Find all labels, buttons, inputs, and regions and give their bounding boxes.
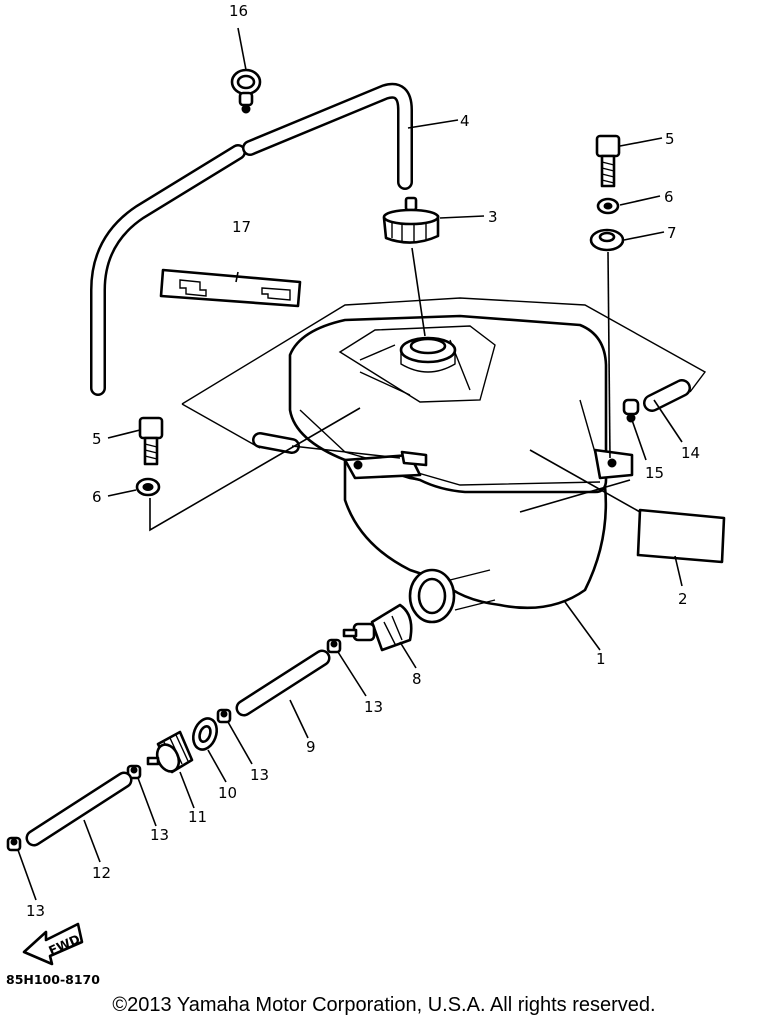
part-5-bolt-right (595, 134, 621, 188)
callout-13-b: 13 (250, 766, 269, 784)
callout-13-a: 13 (364, 698, 383, 716)
connector-hose-left (252, 432, 300, 454)
callout-9: 9 (306, 738, 316, 756)
part-17-label (159, 268, 302, 308)
part-16-clamp (230, 68, 262, 114)
part-3-fuel-cap (382, 196, 440, 244)
callout-labels: 16 4 3 17 5 6 7 5 6 14 15 2 1 8 13 9 13 … (26, 2, 700, 920)
part-13-clamp-c (126, 764, 142, 780)
callout-6-right: 6 (664, 188, 674, 206)
leader-lines (17, 27, 683, 901)
callout-11: 11 (188, 808, 207, 826)
callout-15: 15 (645, 464, 664, 482)
part-12-fuel-hose (25, 771, 133, 847)
callout-12: 12 (92, 864, 111, 882)
callout-16: 16 (229, 2, 248, 20)
part-6-washer-right (596, 197, 620, 215)
callout-5-right: 5 (665, 130, 675, 148)
callout-13-d: 13 (26, 902, 45, 920)
callout-13-c: 13 (150, 826, 169, 844)
callout-7: 7 (667, 224, 677, 242)
copyright-notice: ©2013 Yamaha Motor Corporation, U.S.A. A… (112, 994, 656, 1016)
part-6-washer-left (135, 477, 161, 497)
part-7-grommet (589, 228, 625, 252)
callout-17: 17 (232, 218, 251, 236)
part-14-hose (643, 379, 691, 412)
part-4-breather-hose (90, 82, 413, 396)
callout-1: 1 (596, 650, 606, 668)
part-8-fuel-filter (342, 603, 413, 652)
part-5-bolt-left (138, 416, 164, 466)
part-15-clip (622, 398, 640, 423)
callout-5-left: 5 (92, 430, 102, 448)
part-13-clamp-d (6, 836, 22, 852)
part-2-pad (636, 508, 726, 564)
callout-8: 8 (412, 670, 422, 688)
callout-14: 14 (681, 444, 700, 462)
part-10-washer (192, 717, 218, 751)
part-1-fuel-tank (288, 314, 634, 624)
callout-10: 10 (218, 784, 237, 802)
callout-3: 3 (488, 208, 498, 226)
callout-4: 4 (460, 112, 470, 130)
part-11-fuel-cock (146, 730, 194, 774)
part-9-fuel-hose (235, 649, 331, 717)
part-13-clamp-b (216, 708, 232, 724)
diagram-code: 85H100-8170 (6, 972, 100, 987)
part-13-clamp-a (326, 638, 342, 654)
callout-2: 2 (678, 590, 688, 608)
callout-6-left: 6 (92, 488, 102, 506)
fwd-arrow-icon: FWD (22, 922, 84, 966)
